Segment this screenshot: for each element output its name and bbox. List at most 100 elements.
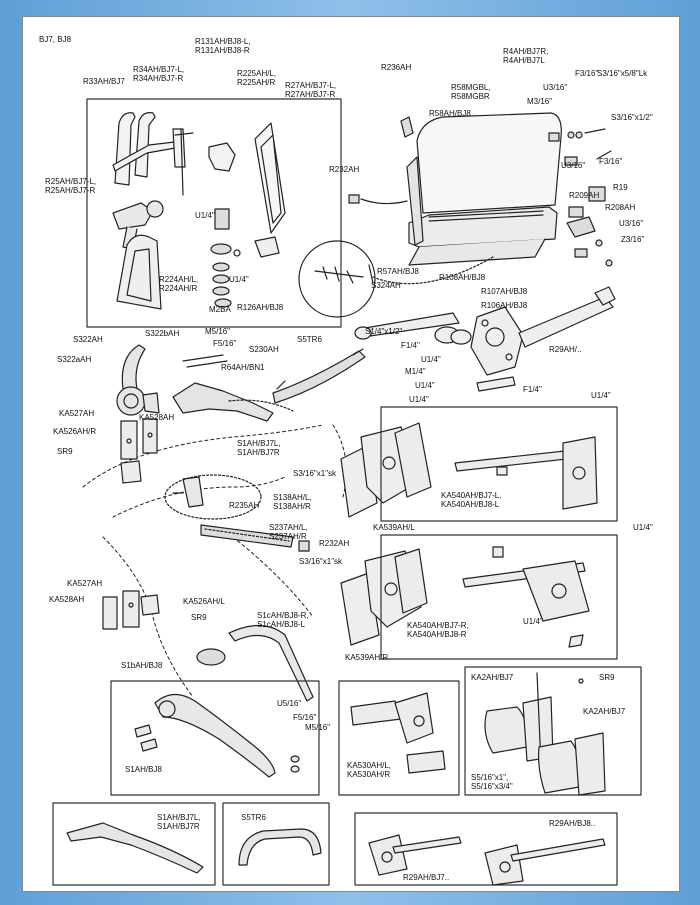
label-ka530ah: KA530AH/L, KA530AH/R [347, 761, 392, 779]
label-ka527ah-b: KA527AH [67, 579, 103, 588]
model-header: BJ7, BJ8 [39, 35, 72, 44]
label-s3-16x1sk-a: S3/16"x1"sk [293, 469, 337, 478]
label-m1-4: M1/4" [405, 367, 426, 376]
label-r29ah-bj7: R29AH/BJ7.. [403, 873, 450, 882]
label-s1ah-bj7l-b: S1AH/BJ7L, S1AH/BJ7R [157, 813, 201, 831]
label-z3-16: Z3/16" [621, 235, 645, 244]
label-s5tr6-a: S5TR6 [297, 335, 322, 344]
label-r208ah: R208AH [605, 203, 636, 212]
label-s237ah: S237AH/L, S237AH/R [269, 523, 308, 541]
label-u1-4-g: U1/4" [633, 523, 653, 532]
label-r57ah: R57AH/BJ8 [377, 267, 419, 276]
label-m3-16: M3/16" [527, 97, 553, 106]
door-pull-strap-drawing [272, 350, 366, 404]
label-s322ah: S322AH [73, 335, 103, 344]
label-s3-16x5-8lk: S3/16"x5/8"Lk [597, 69, 648, 78]
label-r232ah-b: R232AH [319, 539, 350, 548]
remote-control-right-drawing [394, 546, 590, 648]
label-s3-16x1sk-b: S3/16"x1"sk [299, 557, 343, 566]
label-sr9-b: SR9 [191, 613, 207, 622]
label-r25ah: R25AH/BJ7-L, R25AH/BJ7-R [45, 177, 97, 195]
label-u3-16-a: U3/16" [543, 83, 568, 92]
escutcheon-drawing [196, 648, 226, 666]
label-r232ah-a: R232AH [329, 165, 360, 174]
window-regulator-drawing [354, 286, 616, 392]
label-s324ah: S324AH [371, 281, 401, 290]
quarterlight-glass-drawing [116, 234, 162, 310]
label-s322aah: S322aAH [57, 355, 92, 364]
lock-plates-lower-drawing [102, 590, 160, 630]
hinge-drawing [484, 672, 606, 796]
trim-strip-drawing [200, 524, 294, 548]
label-ka526ahr: KA526AH/R [53, 427, 97, 436]
division-rod-drawing [174, 128, 194, 196]
label-r29ah-a: R29AH/.. [549, 345, 582, 354]
s1ah-bj8-frame [110, 680, 320, 796]
label-s138ah: S138AH/L, S138AH/R [273, 493, 312, 511]
label-u5-16: U5/16" [277, 699, 302, 708]
bracket-drawing [208, 142, 236, 172]
regulator-arms-drawing [368, 834, 606, 886]
label-f3-16-b: F3/16" [599, 157, 623, 166]
label-ka528ah-a: KA528AH [139, 413, 175, 422]
glass-channel-drawing [254, 122, 286, 234]
label-u1-4-b: U1/4" [229, 275, 249, 284]
s1ah-bj7-frame [52, 802, 216, 886]
parts-diagram-page: BJ7, BJ8 R131AH/BJ8-L, R131AH/BJ8-R R4AH… [22, 16, 680, 892]
door-shell-outline [82, 424, 347, 698]
s5tr6-frame [222, 802, 330, 886]
label-u1-4-h: U1/4" [523, 617, 543, 626]
label-s322bah: S322bAH [145, 329, 180, 338]
exterior-handle-drawing [172, 382, 274, 422]
label-ka540ah-l: KA540AH/BJ7-L, KA540AH/BJ8-L [441, 491, 502, 509]
detail-magnifier-drawing [298, 240, 376, 318]
label-r224ah: R224AH/L, R224AH/R [159, 275, 199, 293]
label-s5-16x1: S5/16"x1", S5/16"x3/4" [471, 773, 513, 791]
label-sr9-a: SR9 [57, 447, 73, 456]
label-r106ah: R106AH/BJ8 [481, 301, 528, 310]
label-r131ah: R131AH/BJ8-L, R131AH/BJ8-R [195, 37, 251, 55]
label-s3-16x1-2: S3/16"x1/2" [611, 113, 653, 122]
lock-plates-upper-drawing [120, 418, 158, 484]
ka530ah-frame [338, 680, 460, 796]
locking-handle-drawing [134, 693, 300, 778]
label-r236ah: R236AH [381, 63, 412, 72]
label-r34ah: R34AH/BJ7-L, R34AH/BJ7-R [133, 65, 185, 83]
label-r64ah: R64AH/BN1 [221, 363, 265, 372]
label-ka540ah-r: KA540AH/BJ7-R, KA540AH/BJ8-R [407, 621, 469, 639]
label-r27ah: R27AH/BJ7-L, R27AH/BJ7-R [285, 81, 337, 99]
ka540-right-frame [380, 534, 618, 660]
ka540-left-frame [380, 406, 618, 522]
label-s230ah: S230AH [249, 345, 279, 354]
interior-handle-drawing [116, 344, 160, 416]
window-parts-frame [86, 98, 342, 328]
quarterlight-frame-drawing [112, 112, 186, 186]
label-m2ba: M2BA [209, 305, 231, 314]
ka2ah-frame [464, 666, 642, 796]
push-button-lever-drawing [228, 624, 314, 702]
label-u1-4-f: U1/4" [591, 391, 611, 400]
pivot-drawing [254, 236, 280, 258]
label-r33ah: R33AH/BJ7 [83, 77, 125, 86]
striker-assembly-drawing [350, 692, 446, 774]
label-s1ah-bj7l-a: S1AH/BJ7L, S1AH/BJ7R [237, 439, 281, 457]
washer-stack-drawing [210, 208, 232, 308]
label-s1-4x1-2: S1/4"x1/2" [365, 327, 403, 336]
label-s1bah: S1bAH/BJ8 [121, 661, 163, 670]
window-glass-drawing [406, 112, 562, 266]
glass-hardware-drawing [548, 128, 613, 267]
label-f5-16-b: F5/16" [293, 713, 317, 722]
label-r126ah: R126AH/BJ8 [237, 303, 284, 312]
label-r225ah: R225AH/L, R225AH/R [237, 69, 277, 87]
label-r58ah: R58AH/BJ8 [429, 109, 471, 118]
label-r58mgbl: R58MGBL, R58MGBR [451, 83, 491, 101]
label-f3-16-a: F3/16" [575, 69, 599, 78]
label-u1-4-c: U1/4" [421, 355, 441, 364]
label-r235ah: R235AH [229, 501, 260, 510]
label-s1ah-bj8: S1AH/BJ8 [125, 765, 162, 774]
label-s5tr6-b: S5TR6 [241, 813, 266, 822]
label-ka526ahl: KA526AH/L [183, 597, 225, 606]
label-r19: R19 [613, 183, 628, 192]
label-f1-4-a: F1/4" [401, 341, 420, 350]
label-r107ah: R107AH/BJ8 [481, 287, 528, 296]
